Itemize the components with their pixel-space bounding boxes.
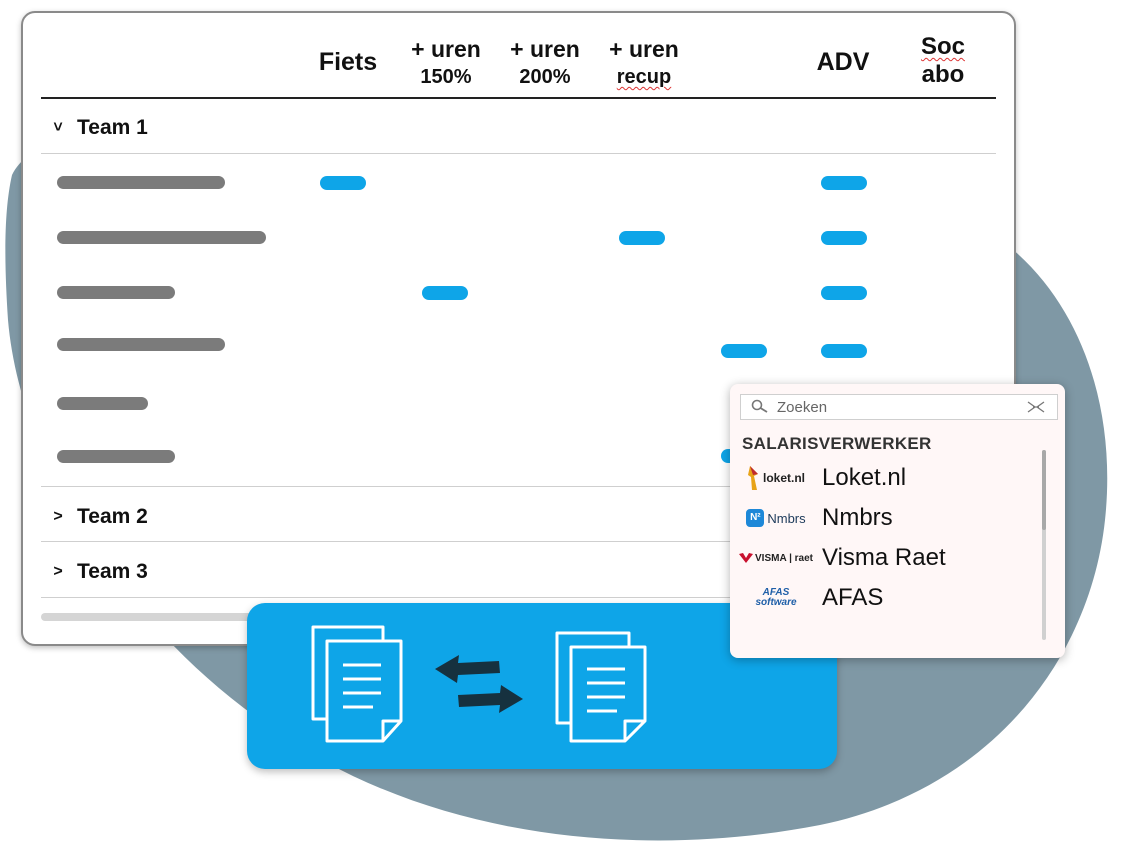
column-header-line: + uren [609,36,679,62]
column-header-adv[interactable]: ADV [816,48,870,76]
column-header-line: 150% [420,66,472,88]
logo-text: AFAS software [755,587,797,608]
document-sync-panel [247,603,837,769]
swap-arrows-icon [435,655,523,713]
column-header-line: Soc [920,33,965,60]
employee-name-placeholder [57,397,148,410]
team-label: Team 2 [77,505,148,528]
column-header-uren-200[interactable]: + uren 200% [500,35,590,91]
horizontal-scrollbar[interactable] [41,613,401,621]
visma-mark-icon [739,553,753,563]
team-3-row[interactable]: > Team 3 [53,557,148,587]
search-field[interactable] [740,394,1058,420]
provider-option-nmbrs[interactable]: N² Nmbrs Nmbrs [730,498,1040,538]
employee-name-placeholder [57,231,266,244]
provider-option-visma-raet[interactable]: VISMA | raet Visma Raet [730,538,1040,578]
afas-logo-icon: AFAS software [730,588,822,608]
team-2-row[interactable]: > Team 2 [53,502,148,532]
loket-mark-icon [747,466,758,490]
employee-name-placeholder [57,176,225,189]
column-header-fiets[interactable]: Fiets [318,48,378,76]
row-divider [41,541,996,542]
document-icon [311,625,403,743]
selected-cell-adv[interactable] [821,176,867,190]
provider-option-afas[interactable]: AFAS software AFAS [730,578,1040,618]
chevron-down-icon[interactable]: ˅ [53,119,63,136]
employee-name-placeholder [57,286,175,299]
selected-cell-uren-150[interactable] [422,286,468,300]
nmbrs-badge-icon: N² [746,509,765,527]
team-label: Team 1 [77,116,148,139]
column-header-uren-150[interactable]: + uren 150% [401,35,491,91]
team-1-row[interactable]: ˅ Team 1 [53,113,148,143]
provider-name: Loket.nl [822,464,907,491]
visma-raet-logo-icon: VISMA | raet [730,552,822,564]
provider-name: AFAS [822,584,884,611]
selected-cell-extra[interactable] [721,344,767,358]
column-header-line: recup [616,66,672,88]
column-header-line: + uren [411,36,481,62]
provider-option-loket[interactable]: loket.nl Loket.nl [730,458,1040,498]
document-sync-illustration [311,625,647,743]
logo-text: loket.nl [762,471,805,485]
selected-cell-adv[interactable] [821,231,867,245]
row-divider [41,597,996,598]
nmbrs-logo-icon: N² Nmbrs [730,509,822,527]
logo-text: Nmbrs [767,510,806,526]
employee-name-placeholder [57,338,225,351]
row-divider [41,486,996,487]
scrollbar-thumb[interactable] [1042,450,1046,530]
column-header-line: abo [921,61,965,88]
employee-name-placeholder [57,450,175,463]
header-divider [41,97,996,99]
chevron-right-icon[interactable]: > [53,508,63,525]
search-icon [751,399,768,413]
selected-cell-recup[interactable] [619,231,665,245]
provider-name: Visma Raet [822,544,946,571]
search-input[interactable] [777,398,1007,416]
provider-name: Nmbrs [822,504,893,531]
column-header-soc-abo[interactable]: Soc abo [901,33,985,89]
dropdown-scrollbar[interactable] [1042,450,1046,640]
row-divider [41,153,996,154]
column-header-line: 200% [519,66,571,88]
close-icon[interactable] [1027,401,1045,413]
document-icon [555,631,647,743]
team-label: Team 3 [77,560,148,583]
selected-cell-adv[interactable] [821,344,867,358]
column-header-uren-recup[interactable]: + uren recup [599,35,689,91]
chevron-right-icon[interactable]: > [53,563,63,580]
dropdown-heading: SALARISVERWERKER [742,434,932,453]
logo-text: VISMA | raet [755,552,813,564]
column-header-line: + uren [510,36,580,62]
selected-cell-adv[interactable] [821,286,867,300]
selected-cell-fiets[interactable] [320,176,366,190]
payroll-provider-dropdown: SALARISVERWERKER loket.nl Loket.nl N² Nm… [730,384,1065,658]
loket-logo-icon: loket.nl [730,464,822,492]
